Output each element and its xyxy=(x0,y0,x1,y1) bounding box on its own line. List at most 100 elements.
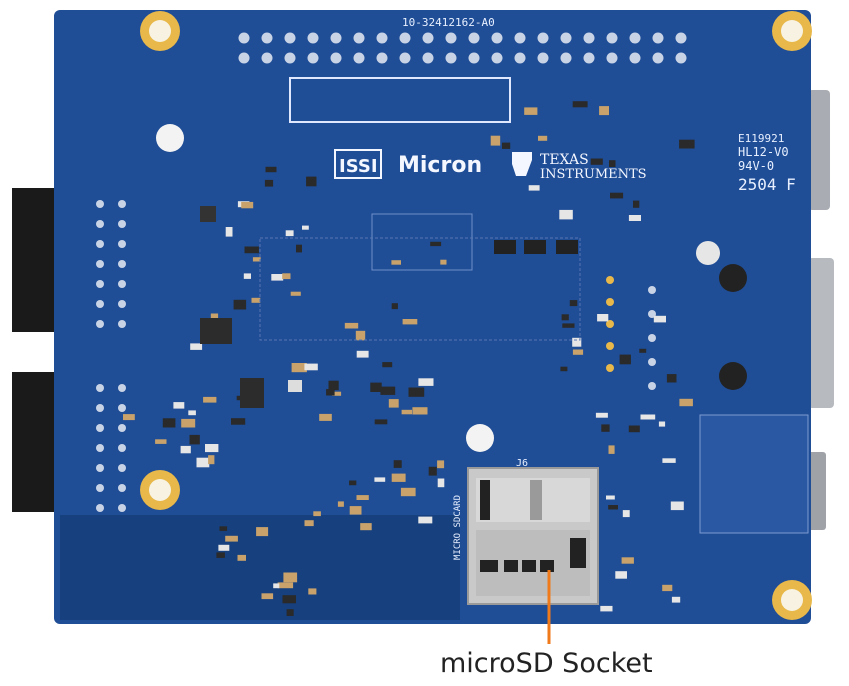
smd-part xyxy=(490,135,501,146)
smd-part xyxy=(382,362,393,368)
smd-part xyxy=(601,424,610,432)
mount-hole-bottom-right xyxy=(772,580,812,620)
side-pad xyxy=(118,484,126,492)
ti-logo-line-2: INSTRUMENTS xyxy=(540,167,647,182)
side-pad xyxy=(96,200,104,208)
header-pad xyxy=(537,32,549,44)
smd-part xyxy=(308,588,317,595)
right-hole-1 xyxy=(696,241,720,265)
header-pad xyxy=(445,52,457,64)
smd-part xyxy=(360,523,372,531)
mount-hole-top-right xyxy=(772,11,812,51)
mount-hole-mid-left xyxy=(140,470,180,510)
side-pad xyxy=(96,260,104,268)
side-pad xyxy=(118,260,126,268)
smd-part xyxy=(662,458,676,463)
smd-part xyxy=(241,201,254,209)
cert-line-1: E119921 xyxy=(738,132,784,145)
header-pad xyxy=(652,32,664,44)
smd-part xyxy=(628,215,641,221)
test-pad xyxy=(606,320,614,328)
smd-part xyxy=(640,414,656,420)
smd-part xyxy=(400,487,416,497)
side-pad-columns xyxy=(96,200,656,512)
side-pad xyxy=(118,404,126,412)
smd-part xyxy=(337,501,344,507)
header-pad xyxy=(491,52,503,64)
header-pad xyxy=(606,52,618,64)
header-pad xyxy=(537,52,549,64)
transistor-row xyxy=(494,240,578,254)
header-pad xyxy=(353,32,365,44)
smd-part xyxy=(595,412,608,418)
header-pad xyxy=(606,32,618,44)
mount-hole-top-left xyxy=(140,11,180,51)
smd-part xyxy=(572,349,584,355)
smd-part xyxy=(380,386,396,395)
smd-components xyxy=(123,101,695,616)
smd-part xyxy=(391,303,398,310)
smd-part xyxy=(218,544,230,551)
smd-part xyxy=(155,439,167,444)
right-port-small xyxy=(808,452,826,530)
side-pad xyxy=(96,300,104,308)
smd-part xyxy=(344,322,359,329)
smd-part xyxy=(437,478,445,488)
smd-part xyxy=(265,166,277,173)
smd-part xyxy=(670,501,684,511)
smd-part xyxy=(319,413,332,421)
header-pad xyxy=(238,32,250,44)
smd-part xyxy=(502,142,511,149)
left-connector-top xyxy=(12,188,56,332)
smd-part xyxy=(619,354,631,365)
pcb xyxy=(54,10,811,624)
date-code: 2504 F xyxy=(738,175,796,194)
smd-part xyxy=(391,260,401,265)
header-pad xyxy=(468,52,480,64)
smd-part xyxy=(569,300,578,307)
smd-part xyxy=(393,460,402,468)
header-pad xyxy=(330,32,342,44)
smd-part xyxy=(205,444,219,453)
smd-part xyxy=(430,241,442,247)
header-pad xyxy=(491,32,503,44)
side-pad xyxy=(118,280,126,288)
micron-logo: Micron xyxy=(398,153,482,178)
smd-part xyxy=(237,554,246,561)
side-pad xyxy=(96,384,104,392)
silk-box-ram xyxy=(371,213,473,271)
smd-part xyxy=(196,457,210,468)
header-pad xyxy=(583,32,595,44)
header-pad xyxy=(468,32,480,44)
side-pad xyxy=(118,444,126,452)
ic-square xyxy=(200,206,216,222)
side-pad xyxy=(96,504,104,512)
smd-part xyxy=(252,257,261,262)
smd-part xyxy=(225,227,233,237)
header-pad xyxy=(376,32,388,44)
smd-part xyxy=(285,230,294,237)
smd-part xyxy=(304,363,318,371)
smd-part xyxy=(671,596,681,603)
smd-part xyxy=(428,466,437,476)
side-pad xyxy=(96,280,104,288)
smd-part xyxy=(271,274,284,281)
test-pad xyxy=(606,364,614,372)
smd-part xyxy=(261,593,274,600)
header-pad xyxy=(307,32,319,44)
silk-box-top xyxy=(289,77,511,123)
smd-part xyxy=(216,552,225,558)
header-pad xyxy=(583,52,595,64)
smd-part xyxy=(273,583,280,589)
smd-part xyxy=(401,409,412,415)
header-pad xyxy=(514,32,526,44)
smd-part xyxy=(219,526,228,531)
smd-part xyxy=(282,595,296,604)
smd-part xyxy=(210,313,219,320)
smd-part xyxy=(562,323,575,328)
socket-silk-label: MICRO SDCARD xyxy=(453,495,463,560)
smd-part xyxy=(408,387,425,397)
side-pad xyxy=(118,320,126,328)
side-pad xyxy=(648,286,656,294)
